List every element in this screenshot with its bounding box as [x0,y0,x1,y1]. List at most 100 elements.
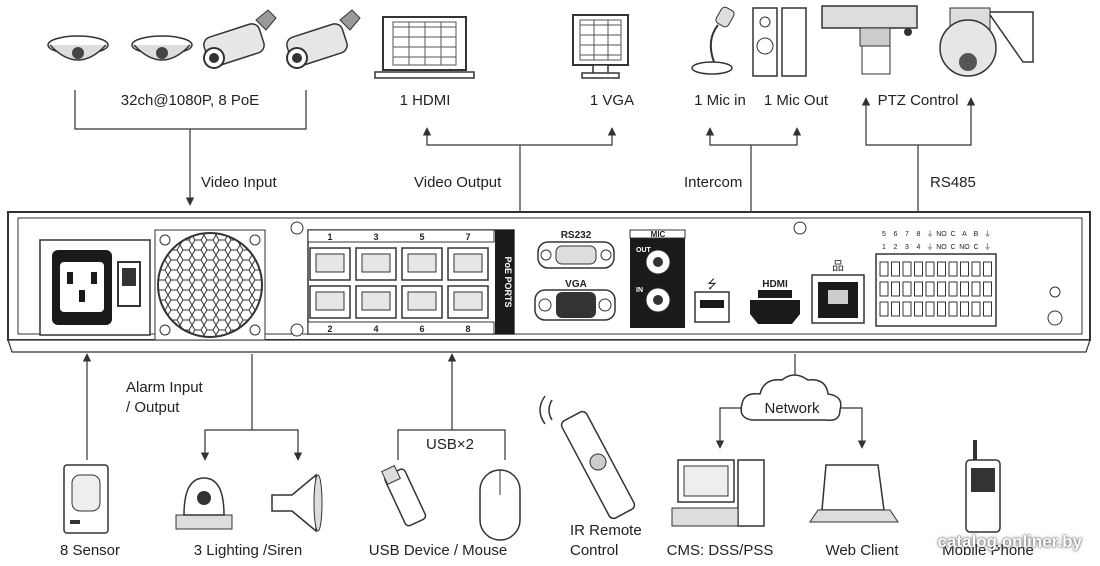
siren-icon [271,473,323,533]
mic-out-label-top: 1 Mic Out [763,92,829,109]
terminal-screw [948,261,958,277]
mic-port-block [629,229,686,328]
terminal-screw [879,281,889,297]
terminal-screw [971,281,981,297]
terminal-screw [937,301,946,317]
rs232-port [537,241,615,269]
alarm-terminal-label: C [950,244,955,251]
mouse-icon [479,469,521,541]
screw-icon [793,221,807,235]
mic-out-label: OUT [636,247,652,254]
terminal-screw [891,301,900,317]
svg-text:品: 品 [832,259,844,273]
terminal-screw [971,301,981,317]
mic-label: MIC [651,230,666,239]
desktop-computer-icon [671,459,765,527]
usb-flash-drive-icon [381,465,427,527]
poe-port-number: 5 [419,232,424,242]
lan-port: 品 [811,259,865,324]
terminal-screw [925,261,935,277]
alarm-terminal-label: ⏚ [927,230,934,238]
terminal-screw [902,301,912,317]
sensor-label: 8 Sensor [59,542,121,559]
mobile-phone-label: Mobile Phone [942,542,1034,559]
terminal-screw [925,281,935,297]
alarm-terminal-label: 8 [917,231,921,238]
terminal-screw [925,301,935,317]
terminal-screw [948,281,958,297]
alarm-terminal-label: ⏚ [984,243,991,251]
screw-icon [1049,286,1061,298]
vga-port-label: VGA [565,279,587,290]
poe-port-number: 4 [373,324,378,334]
hdmi-port [750,290,800,324]
mic-in-label: IN [636,287,643,294]
power-socket-icon [39,239,151,336]
terminal-screw [879,301,889,317]
hdmi-port-label: HDMI [762,279,788,290]
usb-device-mouse-label: USB Device / Mouse [368,542,508,559]
alarm-terminal-label: NO [936,244,947,251]
ir-remote-label: IR Remote Control [570,522,642,559]
video-output-label: Video Output [414,174,502,191]
alarm-terminal-label: C [950,231,955,238]
alarm-terminal-label: 2 [894,244,898,251]
terminal-screw [914,281,923,297]
rs232-label: RS232 [561,230,592,241]
alarm-terminal-label: NO [959,244,970,251]
terminal-screw [960,301,969,317]
fan-icon [154,229,266,341]
camera-input-label: 32ch@1080P, 8 PoE [120,92,260,109]
alarm-terminal-label: 6 [894,231,898,238]
poe-port-number: 2 [327,324,332,334]
sensor-icon [63,464,109,534]
poe-ports-label: PoE PORTS [503,256,513,307]
screw-icon [290,221,304,235]
terminal-screw [960,281,969,297]
poe-ports: 1 3 5 7 2 4 6 8 [309,232,489,334]
alarm-terminal-label: NO [936,231,947,238]
alarm-io-label: Alarm Input / Output [126,379,203,416]
terminal-screw [879,261,889,277]
poe-port-number: 8 [465,324,470,334]
speed-dome-icon [939,7,1034,77]
poe-port-number: 7 [465,232,470,242]
terminal-screw [971,261,981,277]
usb-port: ⭍ [694,277,730,323]
vga-monitor-icon [572,14,629,79]
alarm-terminal-label: 5 [882,231,886,238]
poe-port-number: 1 [327,232,332,242]
terminal-screw [948,301,958,317]
alarm-terminal-label: C [973,244,978,251]
alarm-terminal-label: 4 [917,244,921,251]
mic-in-label-top: 1 Mic in [694,92,746,109]
screw-icon [290,323,304,337]
watermark: catalog.onliner.by [937,532,1082,551]
alarm-terminal-label: 3 [905,244,909,251]
web-client-label: Web Client [825,542,899,559]
bottom-connector-lines [82,353,867,461]
alarm-terminal-label: B [974,231,979,238]
alarm-terminal-label: 7 [905,231,909,238]
terminal-screw [902,261,912,277]
hdmi-monitor-icon [374,16,475,79]
ptz-camera-icon [821,5,918,75]
mobile-phone-icon [965,440,1001,533]
rs485-label: RS485 [930,174,976,191]
vga-label: 1 VGA [589,92,635,109]
terminal-screw [902,281,912,297]
terminal-screw [891,281,900,297]
poe-port-number: 3 [373,232,378,242]
top-connector-lines [74,90,976,212]
laptop-icon [809,464,899,523]
terminal-screw [983,261,992,277]
ground-screw-icon [1047,310,1063,326]
ir-remote-icon [539,395,636,520]
poe-port-number: 6 [419,324,424,334]
terminal-screw [914,301,923,317]
svg-text:⭍: ⭍ [707,277,717,291]
bullet-camera-icon [286,9,361,69]
usb-count-label: USB×2 [426,436,474,453]
